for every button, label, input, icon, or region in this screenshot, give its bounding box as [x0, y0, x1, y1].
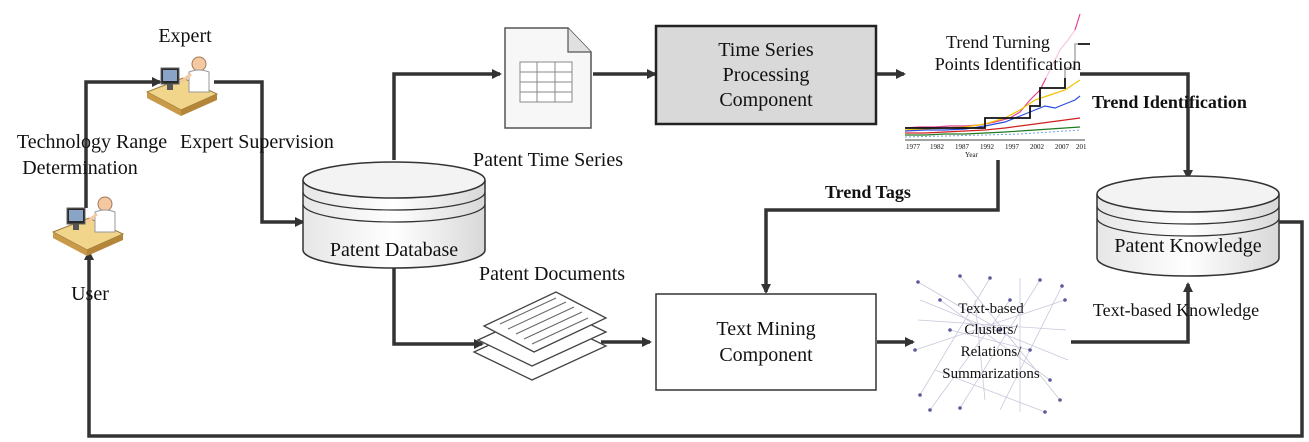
- text-mining-component: Text Mining Component: [655, 293, 877, 391]
- trend-chart-panel: 1977 1982 1987 1992 1997 2002 2007 201 Y…: [904, 13, 1090, 159]
- patent-database-label: Patent Database: [330, 239, 458, 261]
- arrow-expert-to-database: [214, 80, 305, 227]
- cluster-network-panel: Text-based Clusters/ Relations/ Summariz…: [913, 274, 1069, 414]
- technology-range-label-line1: Technology Range: [17, 131, 167, 153]
- time-series-document-icon: [504, 27, 592, 129]
- trend-x-label: Year: [965, 151, 979, 159]
- expert-label: Expert: [158, 25, 212, 47]
- arrow-user-to-expert: [84, 77, 162, 208]
- patent-time-series-label: Patent Time Series: [473, 149, 623, 171]
- arrow-knowledge-to-user: [84, 220, 1304, 438]
- patent-knowledge-cylinder: Patent Knowledge: [1096, 175, 1280, 277]
- trend-x-tick: 1992: [980, 143, 995, 151]
- trend-panel-title-line2: Points Identification: [935, 54, 1081, 74]
- user-figure: User: [51, 196, 125, 305]
- patent-documents-label: Patent Documents: [479, 263, 625, 285]
- trend-x-ticks: 1977 1982 1987 1992 1997 2002 2007 201: [906, 143, 1087, 151]
- trend-panel-title-line1: Trend Turning: [946, 32, 1050, 52]
- user-label: User: [71, 283, 109, 305]
- trend-series-blue: [904, 95, 1081, 132]
- trend-series-green: [905, 126, 1081, 136]
- trend-series-red: [905, 117, 1081, 134]
- flow-arrows: [84, 69, 1304, 438]
- expert-supervision-label: Expert Supervision: [180, 131, 334, 153]
- trend-tags-label: Trend Tags: [825, 182, 911, 202]
- trend-x-tick: 2002: [1030, 143, 1045, 151]
- expert-figure: Expert: [145, 25, 219, 116]
- technology-range-label-line2: Determination: [22, 157, 138, 179]
- trend-x-tick: 201: [1076, 143, 1087, 151]
- user-workstation-icon: [51, 196, 125, 256]
- trend-x-tick: 2007: [1055, 143, 1070, 151]
- trend-x-tick: 1987: [955, 143, 970, 151]
- text-mining-component-line1: Text Mining: [716, 318, 815, 340]
- arrow-database-to-timeseries: [392, 69, 502, 160]
- trend-identification-label: Trend Identification: [1092, 92, 1247, 112]
- patent-documents-stack-icon: [472, 291, 608, 381]
- arrow-trend-to-knowledge: [1080, 72, 1193, 180]
- cluster-panel-line2: Clusters/: [964, 322, 1018, 338]
- cluster-panel-line4: Summarizations: [942, 366, 1040, 382]
- expert-workstation-icon: [145, 56, 219, 116]
- time-series-processing-component: Time Series Processing Component: [654, 24, 878, 126]
- cluster-panel-line1: Text-based: [958, 301, 1024, 317]
- time-series-component-line3: Component: [719, 89, 813, 111]
- patent-knowledge-label: Patent Knowledge: [1114, 235, 1261, 257]
- cluster-panel-line3: Relations/: [961, 344, 1023, 360]
- trend-x-tick: 1977: [906, 143, 921, 151]
- cluster-network-graph: [914, 275, 1069, 413]
- arrow-database-to-documents: [392, 268, 484, 349]
- arrow-clusters-to-knowledge: [1071, 282, 1193, 344]
- patent-database-cylinder: Patent Database: [302, 161, 486, 269]
- trend-x-tick: 1997: [1005, 143, 1020, 151]
- arrow-trend-tags: [761, 160, 1000, 294]
- text-mining-component-line2: Component: [719, 344, 813, 366]
- trend-x-tick: 1982: [930, 143, 945, 151]
- time-series-component-line2: Processing: [723, 64, 810, 86]
- text-based-knowledge-label: Text-based Knowledge: [1093, 300, 1259, 320]
- time-series-component-line1: Time Series: [718, 39, 814, 61]
- cluster-network-nodes: [913, 274, 1067, 414]
- trend-series-lightblue: [904, 129, 1081, 138]
